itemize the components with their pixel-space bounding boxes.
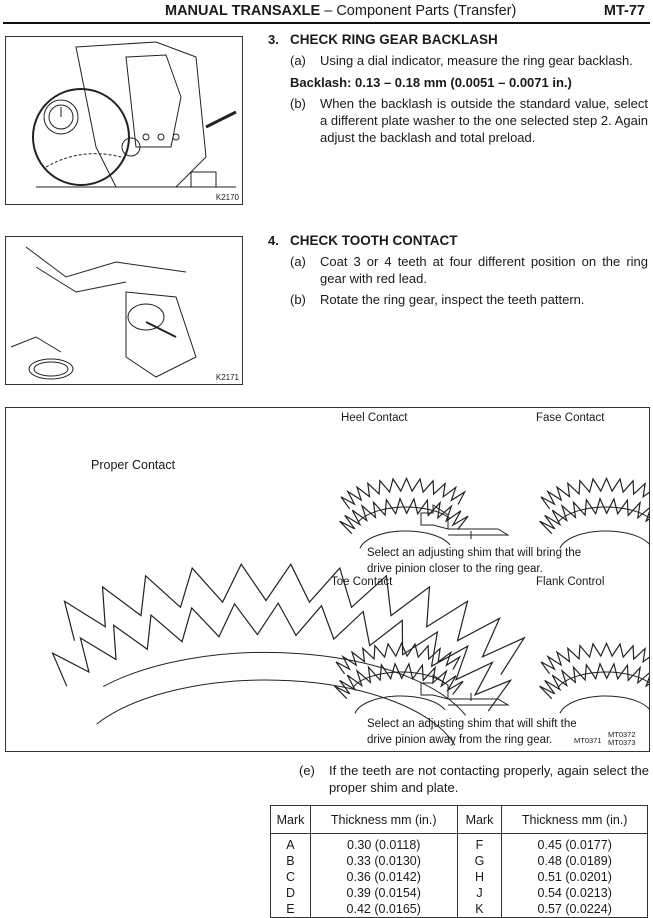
proper-contact-gear-inner [51, 601, 513, 746]
fase-contact-gear-lower [539, 496, 649, 549]
table-cell: D [270, 885, 311, 901]
step-e: (e) If the teeth are not contacting prop… [299, 762, 649, 796]
header-title-rest: – Component Parts (Transfer) [320, 3, 517, 19]
table-cell: J [456, 885, 503, 901]
table-cell: 0.54 (0.0213) [501, 885, 648, 901]
section-check-backlash: 3. CHECK RING GEAR BACKLASH (a) Using a d… [268, 31, 648, 146]
header-title-bold: MANUAL TRANSAXLE [165, 3, 321, 19]
proper-contact-gear [63, 563, 526, 716]
table-cell: 0.33 (0.0130) [309, 853, 458, 869]
step-letter: (b) [290, 96, 306, 111]
note-line: drive pinion closer to the ring gear. [367, 563, 543, 575]
step-letter: (e) [299, 763, 315, 778]
page-header: MANUAL TRANSAXLE – Component Parts (Tran… [0, 3, 653, 23]
step-text: When the backlash is outside the standar… [320, 96, 648, 145]
column-header: Thickness mm (in.) [501, 805, 648, 834]
table-cell: 0.36 (0.0142) [309, 869, 458, 885]
step-a: (a) Coat 3 or 4 teeth at four different p… [290, 253, 648, 287]
figure-code: K2170 [215, 193, 239, 202]
figure-code: MT0371 [574, 736, 602, 745]
label-heel-contact: Heel Contact [341, 412, 408, 424]
step-text: Using a dial indicator, measure the ring… [320, 53, 633, 68]
table-cell: K [456, 901, 503, 918]
step-text: If the teeth are not contacting properly… [329, 763, 649, 795]
page-number: MT-77 [603, 3, 645, 19]
figure-code: MT0372 [608, 730, 636, 739]
drive-pinion-icon [420, 674, 510, 706]
step-number: 3. [268, 32, 279, 47]
note-shift-away: Select an adjusting shim that will shift… [367, 716, 577, 748]
ring-gear-coating-drawing [10, 246, 197, 380]
step-a: (a) Using a dial indicator, measure the r… [290, 52, 648, 69]
header-rule [3, 22, 650, 24]
step-letter: (b) [290, 292, 306, 307]
figure-code: MT0373 [608, 738, 636, 747]
transaxle-dial-indicator-drawing [32, 41, 237, 188]
step-b: (b) When the backlash is outside the stan… [290, 95, 648, 146]
backlash-spec: Backlash: 0.13 – 0.18 mm (0.0051 – 0.007… [290, 75, 572, 90]
label-toe-contact: Toe Contact [331, 576, 393, 588]
table-cell: A [270, 833, 311, 853]
step-letter: (a) [290, 53, 306, 68]
table-cell: G [456, 853, 503, 869]
section-title: CHECK TOOTH CONTACT [290, 233, 458, 248]
table-cell: F [456, 833, 503, 853]
section-title: CHECK RING GEAR BACKLASH [290, 32, 498, 47]
table-cell: B [270, 853, 311, 869]
table-cell: 0.45 (0.0177) [501, 833, 648, 853]
label-flank-control: Flank Control [536, 576, 605, 588]
note-line: Select an adjusting shim that will bring… [367, 547, 582, 559]
table-cell: 0.42 (0.0165) [309, 901, 458, 918]
step-letter: (a) [290, 254, 306, 269]
table-cell: E [270, 901, 311, 918]
fase-contact-gear [540, 476, 649, 523]
drive-pinion-icon [420, 504, 510, 539]
table-cell: 0.51 (0.0201) [501, 869, 648, 885]
tooth-contact-figure: Proper Contact Heel Contact Fase Contact… [5, 407, 650, 752]
red-lead-illustration: K2171 [5, 236, 243, 385]
column-header: Mark [270, 805, 311, 834]
figure-code: K2171 [215, 373, 239, 382]
note-bring-closer: Select an adjusting shim that will bring… [367, 545, 581, 577]
flank-contact-gear-lower [539, 661, 649, 714]
table-cell: 0.57 (0.0224) [501, 901, 648, 918]
label-fase-contact: Fase Contact [536, 412, 605, 424]
step-text: Rotate the ring gear, inspect the teeth … [320, 292, 585, 307]
flank-contact-gear [540, 641, 649, 688]
section-check-tooth-contact: 4. CHECK TOOTH CONTACT (a) Coat 3 or 4 te… [268, 232, 648, 308]
label-proper-contact: Proper Contact [91, 458, 176, 472]
shim-thickness-table: Mark Thickness mm (in.) Mark Thickness m… [270, 805, 648, 918]
toe-contact-gear-lower [334, 661, 464, 714]
step-number: 4. [268, 233, 279, 248]
table-cell: 0.30 (0.0118) [309, 833, 458, 853]
dial-indicator-illustration: K2170 [5, 36, 243, 205]
step-b: (b) Rotate the ring gear, inspect the tee… [290, 291, 648, 308]
table-cell: H [456, 869, 503, 885]
column-header: Thickness mm (in.) [309, 805, 458, 834]
note-line: drive pinion away from the ring gear. [367, 734, 553, 746]
table-cell: 0.48 (0.0189) [501, 853, 648, 869]
gear-drawings [51, 476, 649, 746]
step-text: Coat 3 or 4 teeth at four different posi… [320, 254, 648, 286]
table-cell: 0.39 (0.0154) [309, 885, 458, 901]
note-line: Select an adjusting shim that will shift… [367, 718, 577, 730]
column-header: Mark [456, 805, 503, 834]
heel-contact-gear-lower [339, 496, 469, 549]
table-cell: C [270, 869, 311, 885]
